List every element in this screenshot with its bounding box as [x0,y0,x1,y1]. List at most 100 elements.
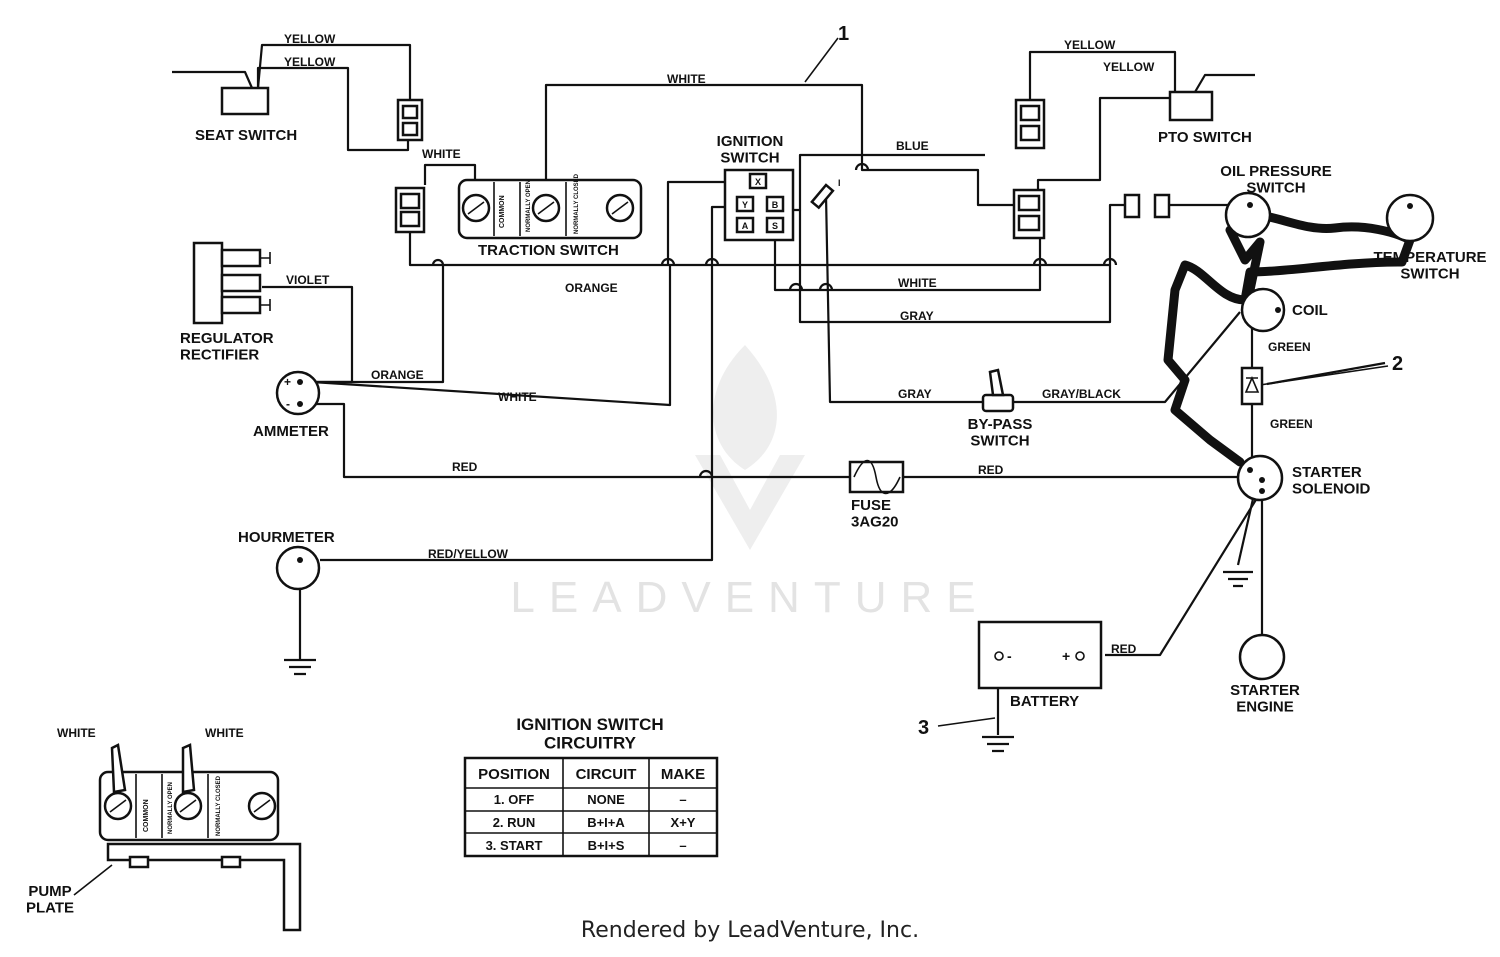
wire-labels: YELLOW YELLOW WHITE WHITE BLUE YELLOW YE… [284,32,1313,656]
wire-label-green: GREEN [1268,340,1311,354]
ammeter-plus: + [284,375,291,389]
table-cell: X+Y [671,815,696,830]
wire-label-yellow: YELLOW [1103,60,1155,74]
ign-terminal-a [735,216,755,234]
wire-harness [1163,209,1415,467]
wire-crossovers [431,162,1118,478]
pump-term-no: NORMALLY OPEN [168,782,174,834]
wire-label-gray: GRAY [898,387,932,401]
table-header: POSITION [478,766,550,783]
table-cell: NONE [587,792,625,807]
pump-term-nc: NORMALLY CLOSED [216,775,222,836]
seat-switch: SEAT SWITCH [195,86,297,144]
battery-plus: + [1062,648,1070,664]
ign-s-label: S [772,221,778,231]
wire-label-white: WHITE [57,726,96,740]
wire-label-white: WHITE [205,726,244,740]
battery-label: BATTERY [1010,693,1079,710]
table-cell: 1. OFF [494,792,535,807]
wire-label-blue: BLUE [896,139,929,153]
watermark-text: LEADVENTURE [510,573,989,622]
pto-connector [1014,98,1046,150]
ign-terminal-b [765,195,785,213]
wires [73,37,1389,896]
wire-label-gray: GRAY [900,309,934,323]
wire-label-gray-black: GRAY/BLACK [1042,387,1121,401]
ammeter-label: AMMETER [253,423,329,440]
traction-connector [394,186,426,234]
ammeter: + - AMMETER [253,370,329,440]
hourmeter-label: HOURMETER [238,529,335,546]
hourmeter: HOURMETER [238,529,335,591]
battery-ground-icon [982,735,1014,753]
callouts: 1 2 3 [838,23,1403,739]
callout-2: 2 [1392,353,1403,375]
wire-label-green: GREEN [1270,417,1313,431]
callout-1: 1 [838,23,849,45]
table-cell: B+I+S [588,838,625,853]
pto-switch: PTO SWITCH [1158,90,1252,146]
traction-term-common: COMMON [499,195,506,228]
diode [1240,366,1264,406]
wire-label-yellow: YELLOW [284,55,336,69]
wire-label-violet: VIOLET [286,273,330,287]
footer-credit: Rendered by LeadVenture, Inc. [580,918,920,943]
coil: COIL [1240,287,1328,333]
ign-terminal-s [765,216,785,234]
ign-terminal-x [748,172,768,190]
wire-label-yellow: YELLOW [284,32,336,46]
pump-term-common: COMMON [143,799,150,832]
ign-y-label: Y [742,200,748,210]
table-cell: – [679,838,686,853]
table-cell: 3. START [486,838,543,853]
table-cell: 2. RUN [493,815,536,830]
battery: - + BATTERY [977,620,1103,710]
wire-label-white: WHITE [498,390,537,404]
wire-label-orange: ORANGE [371,368,424,382]
wire-label-white: WHITE [898,276,937,290]
traction-switch: COMMON NORMALLY OPEN NORMALLY CLOSED TRA… [457,173,643,259]
watermark: LEADVENTURE [510,345,989,622]
ign-x-label: X [755,177,761,187]
wire-label-red: RED [452,460,478,474]
wire-label-white: WHITE [422,147,461,161]
callout-3: 3 [918,717,929,739]
coil-label: COIL [1292,302,1328,319]
wire-label-red: RED [978,463,1004,477]
ign-b-label: B [772,200,779,210]
ign-terminal-i [810,183,835,210]
blue-white-connector [1012,188,1046,240]
pto-switch-label: PTO SWITCH [1158,129,1252,146]
wire-label-yellow: YELLOW [1064,38,1116,52]
traction-switch-label: TRACTION SWITCH [478,242,619,259]
solenoid-ground-icon [1223,570,1253,588]
ground-icon [284,658,316,676]
seat-connector [396,98,424,142]
ammeter-minus: - [286,397,290,411]
wire-label-orange: ORANGE [565,281,618,295]
table-cell: B+I+A [587,815,625,830]
pump-plate-detail: COMMON NORMALLY OPEN NORMALLY CLOSED WHI… [26,726,302,932]
seat-switch-label: SEAT SWITCH [195,127,297,144]
wire-label-red: RED [1111,642,1137,656]
wire-label-white: WHITE [667,72,706,86]
oil-pressure-connector [1123,193,1171,219]
traction-term-no: NORMALLY OPEN [526,180,532,232]
table-header: MAKE [661,766,705,783]
traction-term-nc: NORMALLY CLOSED [574,173,580,234]
